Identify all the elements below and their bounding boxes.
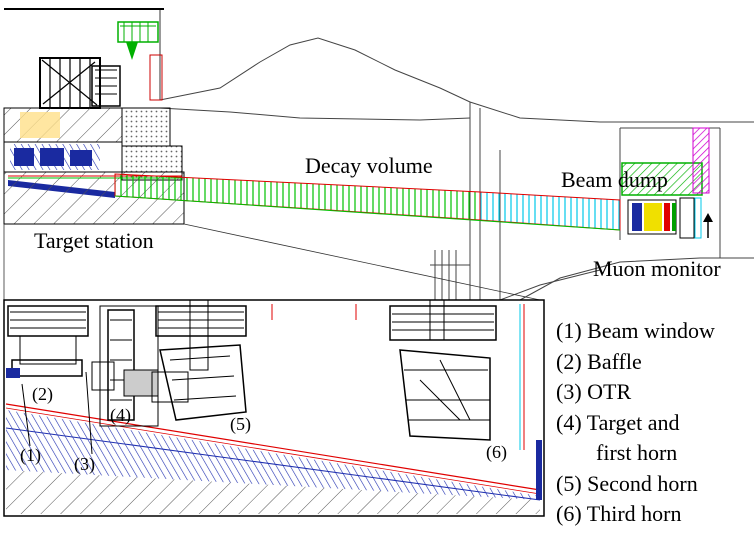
target-station-building bbox=[3, 8, 185, 225]
legend: (1) Beam window (2) Baffle (3) OTR (4) T… bbox=[556, 316, 715, 530]
legend-text: Beam window bbox=[587, 318, 715, 343]
inset-callout-6: (6) bbox=[486, 442, 507, 462]
legend-item-continuation: first horn bbox=[596, 440, 678, 465]
legend-num: (3) bbox=[556, 379, 582, 404]
legend-num: (2) bbox=[556, 348, 582, 374]
legend-item-second-horn: (5) Second horn bbox=[556, 469, 715, 500]
legend-text: Baffle bbox=[587, 348, 642, 374]
legend-item-baffle: (2) Baffle bbox=[556, 347, 715, 378]
legend-item-third-horn: (6) Third horn bbox=[556, 499, 715, 530]
inset-panel bbox=[3, 299, 545, 517]
legend-num: (4) bbox=[556, 409, 582, 435]
inset-callout-1: (1) bbox=[20, 445, 41, 465]
decay-volume-label: Decay volume bbox=[305, 153, 433, 178]
beam-dump-label: Beam dump bbox=[561, 167, 668, 192]
inset-callout-5: (5) bbox=[230, 414, 251, 434]
muon-monitor-label: Muon monitor bbox=[593, 256, 721, 281]
inset-callout-2: (2) bbox=[32, 384, 53, 404]
beam-dump bbox=[621, 127, 713, 239]
legend-item-target-first-horn: (4) Target and bbox=[556, 408, 715, 439]
inset-callout-3: (3) bbox=[74, 454, 95, 474]
legend-num: (5) bbox=[556, 470, 582, 496]
legend-item-beam-window: (1) Beam window bbox=[556, 316, 715, 347]
inset-callout-4: (4) bbox=[110, 405, 131, 425]
legend-text: Second horn bbox=[587, 470, 698, 496]
legend-text: Third horn bbox=[586, 501, 682, 526]
legend-text: OTR bbox=[587, 379, 632, 404]
legend-num: (1) bbox=[556, 318, 582, 343]
legend-text: Target and bbox=[586, 409, 680, 435]
legend-num: (6) bbox=[556, 501, 582, 526]
legend-item-otr: (3) OTR bbox=[556, 377, 715, 408]
target-station-label: Target station bbox=[34, 228, 154, 253]
decay-volume-pipe bbox=[114, 173, 621, 231]
zoom-guide-lines bbox=[3, 223, 541, 301]
